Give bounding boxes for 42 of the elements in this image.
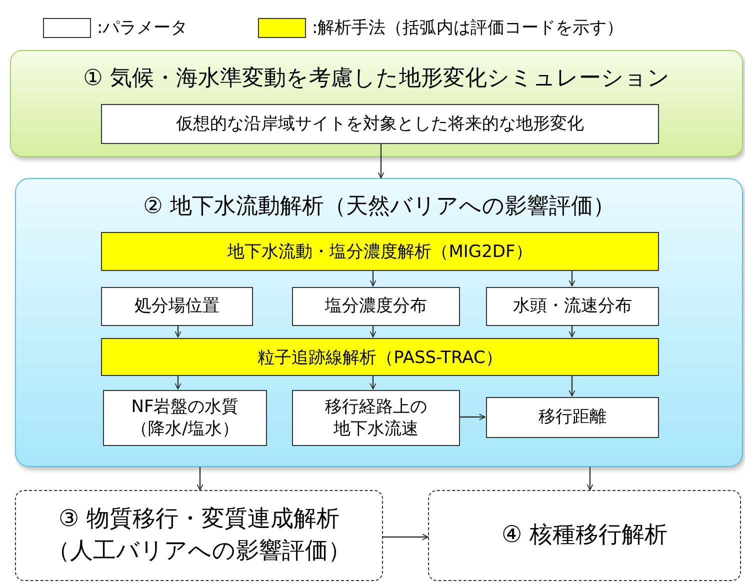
parameter-box <box>101 104 659 144</box>
box-label: ③ 物質移行・変質連成解析 <box>58 505 340 534</box>
process-panel <box>15 178 743 467</box>
parameter-box <box>292 287 460 326</box>
box-label: NF岩盤の水質（降水/塩水） <box>130 396 240 440</box>
arrow <box>568 270 576 286</box>
arrow <box>174 325 182 338</box>
arrow <box>370 375 376 390</box>
box-label: ④ 核種移行解析 <box>502 520 668 550</box>
section-heading: ① 気候・海水準変動を考慮した地形変化シミュレーション <box>82 65 671 93</box>
box-label: 仮想的な沿岸域サイトを対象とした将来的な地形変化 <box>176 112 584 136</box>
parameter-box <box>486 397 659 438</box>
method-box <box>101 232 659 271</box>
arrow <box>586 467 594 490</box>
legend-label: :解析手法（括弧内は評価コードを示す） <box>312 17 624 39</box>
box-label: 移行経路上の地下水流速 <box>324 396 428 440</box>
section-heading: ② 地下水流動解析（天然バリアへの影響評価） <box>142 193 616 221</box>
process-panel <box>10 50 743 157</box>
box-label: 粒子追跡線解析（PASS-TRAC） <box>258 346 502 368</box>
box-label: 処分場位置 <box>134 295 220 318</box>
arrow <box>370 325 376 338</box>
legend-label: :パラメータ <box>97 17 188 39</box>
box-label: （人工バリアへの影響評価） <box>47 536 351 566</box>
arrow <box>370 270 376 286</box>
arrow <box>174 375 182 390</box>
arrow <box>568 375 576 396</box>
arrow <box>378 143 384 178</box>
parameter-box <box>486 287 659 326</box>
box-label: 塩分濃度分布 <box>325 295 427 318</box>
arrow <box>568 325 576 338</box>
box-label: 地下水流動・塩分濃度解析（MIG2DF） <box>228 241 532 263</box>
parameter-box <box>103 390 267 446</box>
box-label: 移行距離 <box>538 406 606 429</box>
arrow <box>383 534 428 540</box>
method-box <box>101 338 659 376</box>
parameter-box <box>292 390 460 446</box>
arrow <box>196 467 204 490</box>
process-box <box>428 490 741 581</box>
arrow <box>459 414 486 420</box>
parameter-box <box>101 287 253 326</box>
box-label: 水頭・流速分布 <box>513 295 632 318</box>
process-box <box>15 490 383 581</box>
